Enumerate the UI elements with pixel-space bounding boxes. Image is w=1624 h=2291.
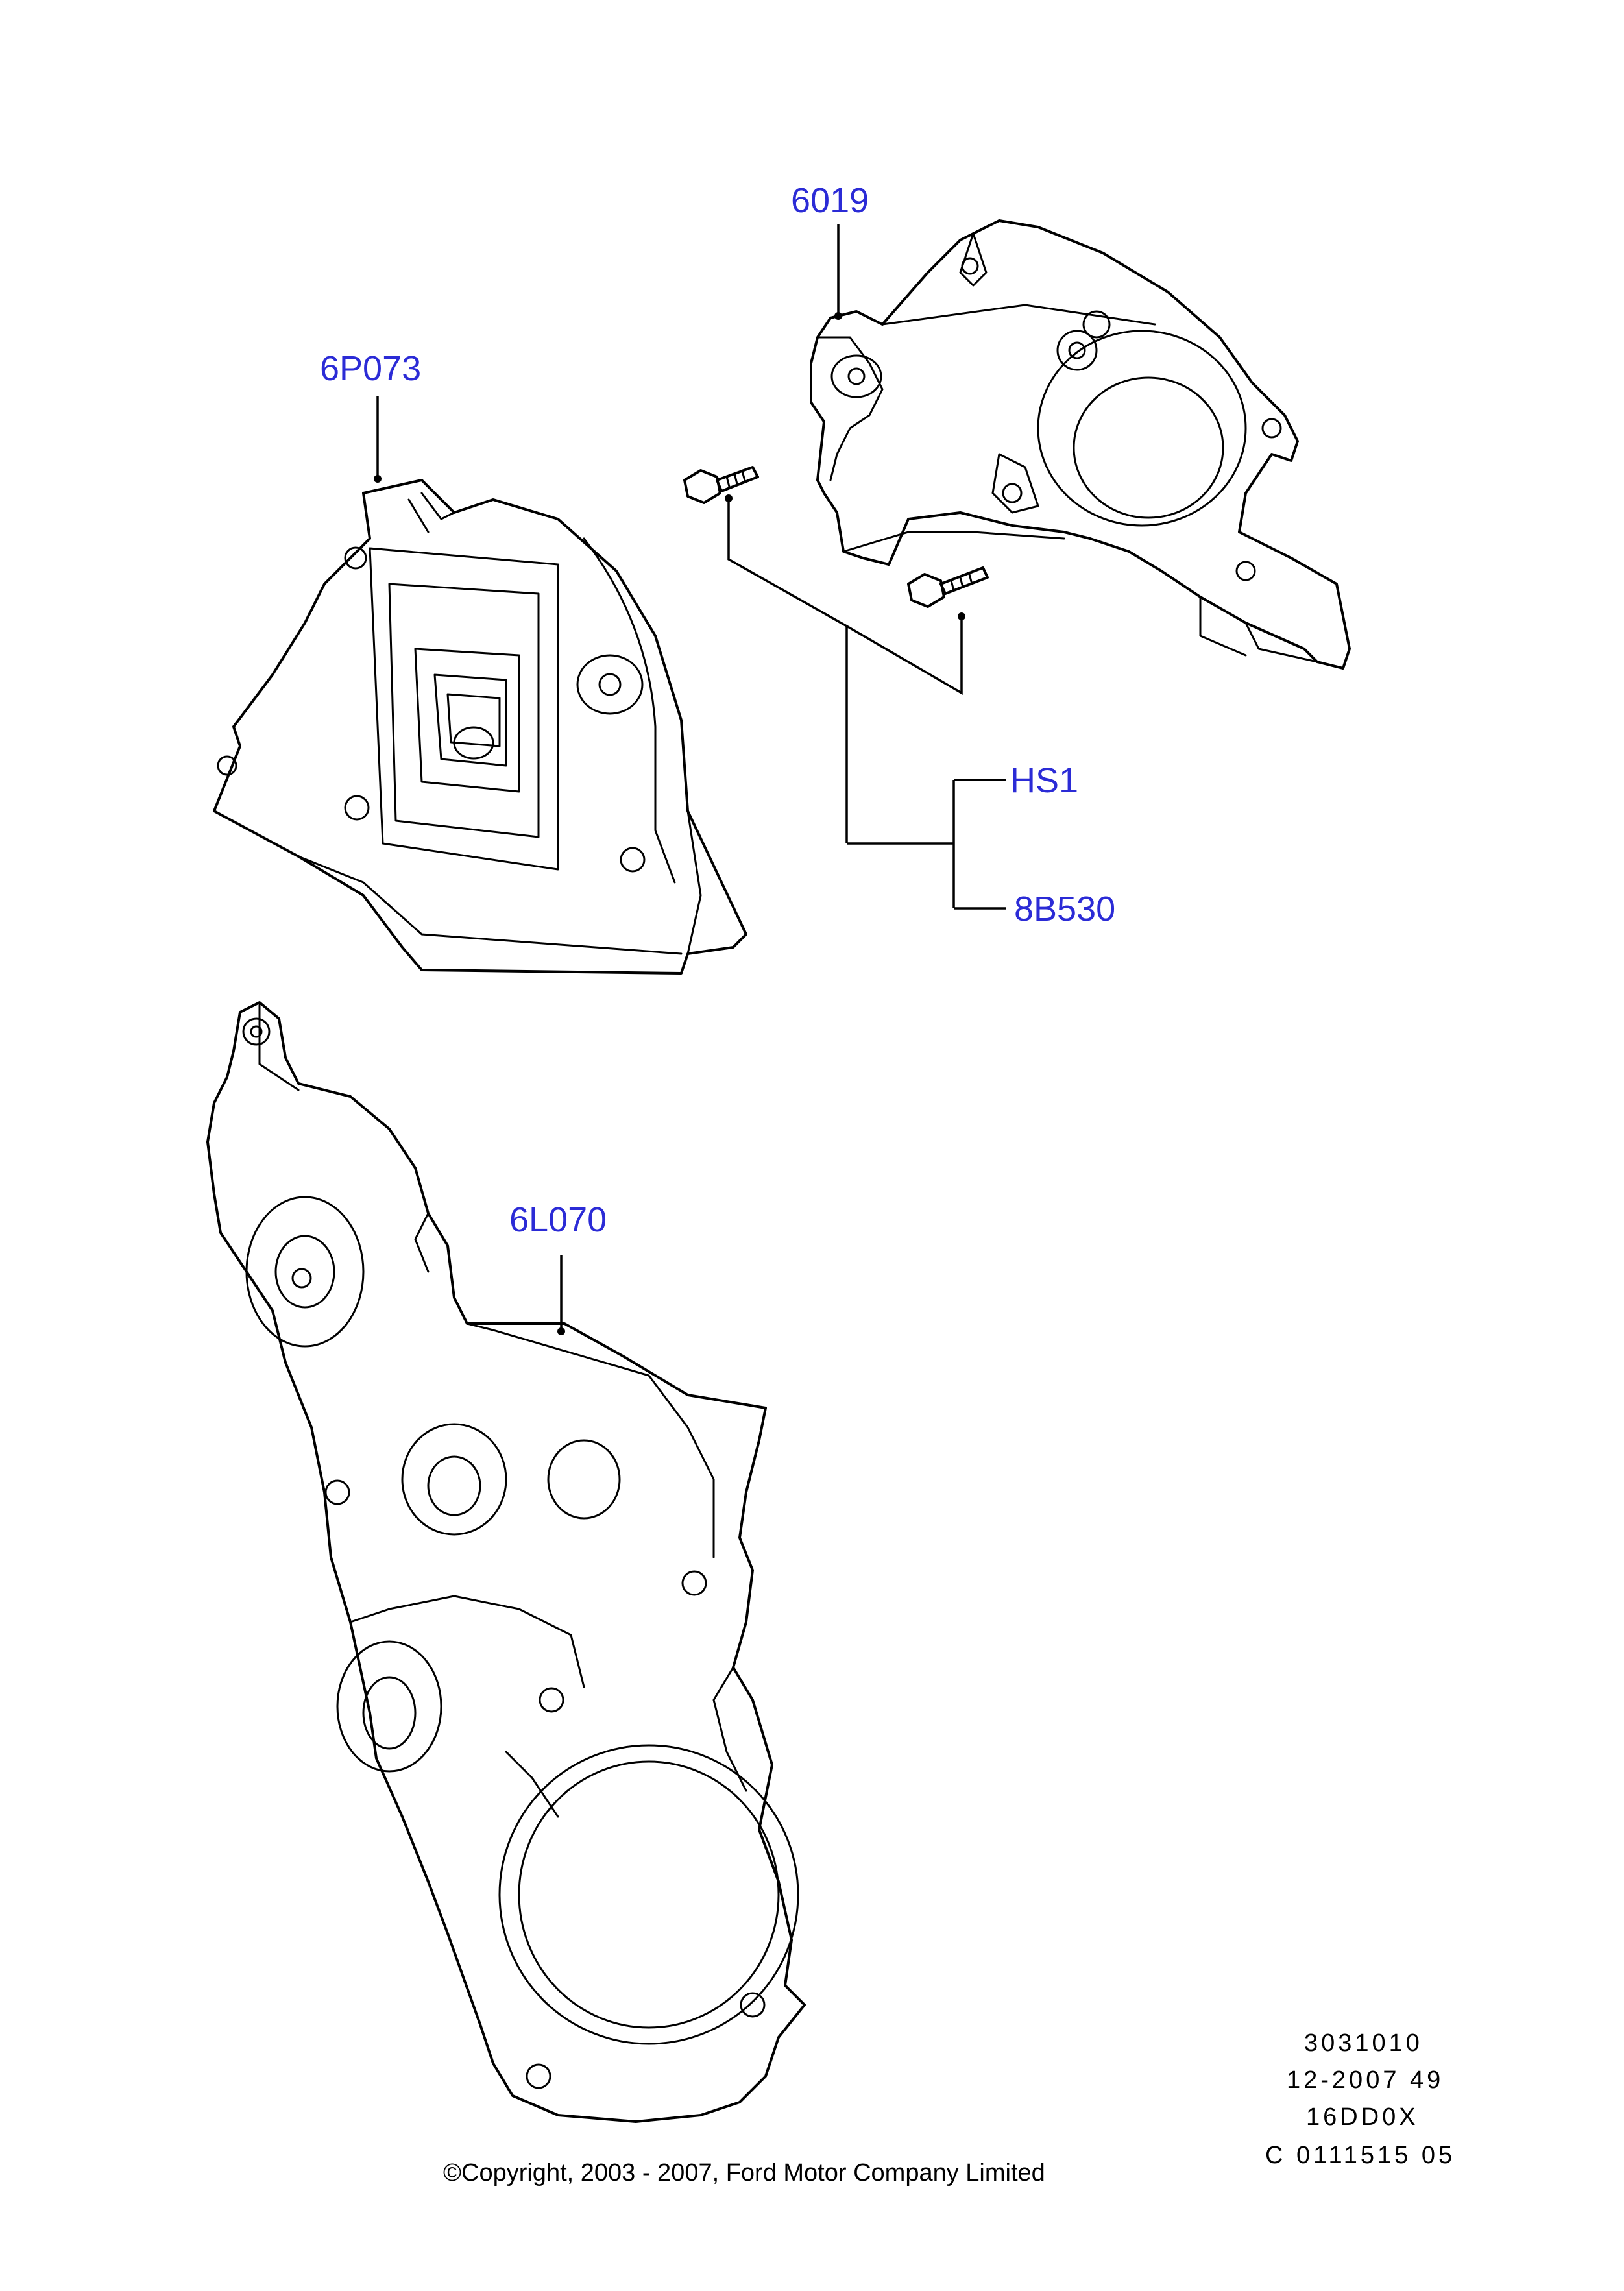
- copyright-notice: ©Copyright, 2003 - 2007, Ford Motor Comp…: [443, 2159, 1045, 2187]
- bolt-lower-drawing: [907, 566, 989, 608]
- diagram-code-line-4: C 0111515 05: [1265, 2142, 1456, 2169]
- lower-timing-cover-drawing: [206, 1001, 806, 2123]
- callout-HS1[interactable]: HS1: [1010, 761, 1079, 800]
- leader-lines: [374, 224, 1006, 1335]
- callout-6019[interactable]: 6019: [791, 181, 869, 220]
- callout-6L070[interactable]: 6L070: [509, 1200, 607, 1239]
- leader-bracket-HS1-8B530: [847, 779, 1006, 910]
- leader-6P073-dot: [374, 475, 382, 483]
- leader-6019-dot: [834, 312, 842, 320]
- bolt-upper-drawing: [683, 466, 759, 504]
- timing-backplate-drawing: [810, 219, 1351, 670]
- callout-6P073[interactable]: 6P073: [320, 349, 422, 388]
- leader-6L070-dot: [557, 1327, 565, 1335]
- leader-bolt-group: [727, 498, 963, 843]
- callout-8B530[interactable]: 8B530: [1014, 890, 1116, 928]
- upper-timing-cover-drawing: [213, 479, 747, 975]
- diagram-code-line-1: 3031010: [1304, 2030, 1423, 2057]
- diagram-code-line-2: 12-2007 49: [1287, 2067, 1444, 2094]
- diagram-code-line-3: 16DD0X: [1306, 2103, 1419, 2131]
